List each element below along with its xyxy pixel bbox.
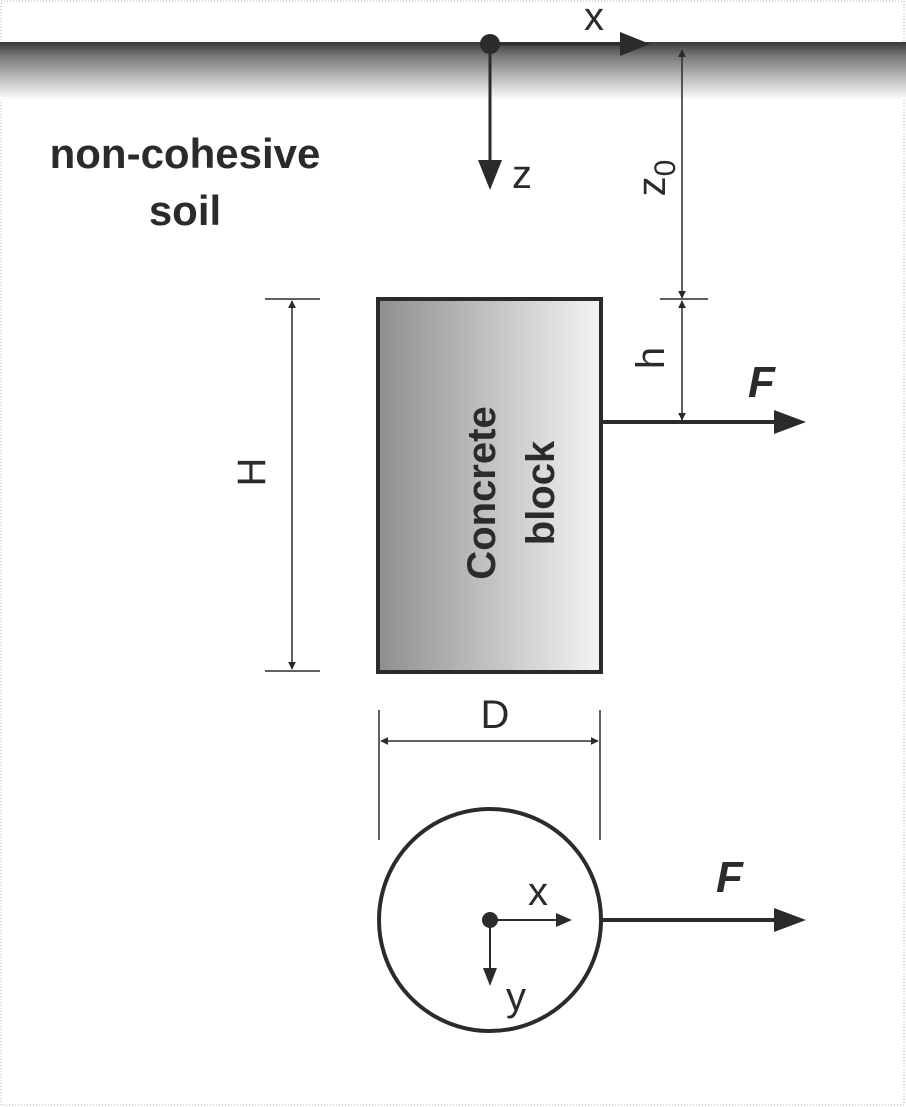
plan-origin-dot [482, 912, 498, 928]
origin-dot [480, 34, 500, 54]
H-dimension [265, 298, 320, 672]
D-label: D [481, 693, 510, 737]
x-arrowhead-icon [620, 32, 650, 56]
z0-label: z0 [630, 160, 682, 197]
force-label-top: F [748, 358, 776, 407]
plan-x-arrowhead-icon [556, 913, 572, 927]
soil-label-line2: soil [149, 187, 221, 234]
plan-axes [482, 912, 572, 986]
block-label-line2: block [519, 440, 563, 545]
surface-axes [478, 32, 650, 190]
force-label-bottom: F [716, 853, 744, 902]
z-arrowhead-icon [478, 160, 502, 190]
surface-x-label: x [584, 0, 604, 39]
block-label-line1: Concrete [460, 406, 504, 579]
H-label: H [230, 458, 274, 487]
concrete-block [376, 297, 603, 674]
surface-z-label: z [512, 153, 532, 197]
plan-x-label: x [528, 870, 548, 914]
ground-surface [0, 42, 906, 100]
soil-label-line1: non-cohesive [50, 130, 321, 177]
force-arrowhead-top-icon [774, 410, 806, 434]
z0-dimension [660, 49, 708, 300]
force-arrowhead-bottom-icon [774, 908, 806, 932]
plan-y-arrowhead-icon [483, 968, 497, 986]
plan-y-label: y [506, 975, 526, 1019]
D-dimension [378, 710, 601, 840]
h-label: h [629, 347, 673, 369]
